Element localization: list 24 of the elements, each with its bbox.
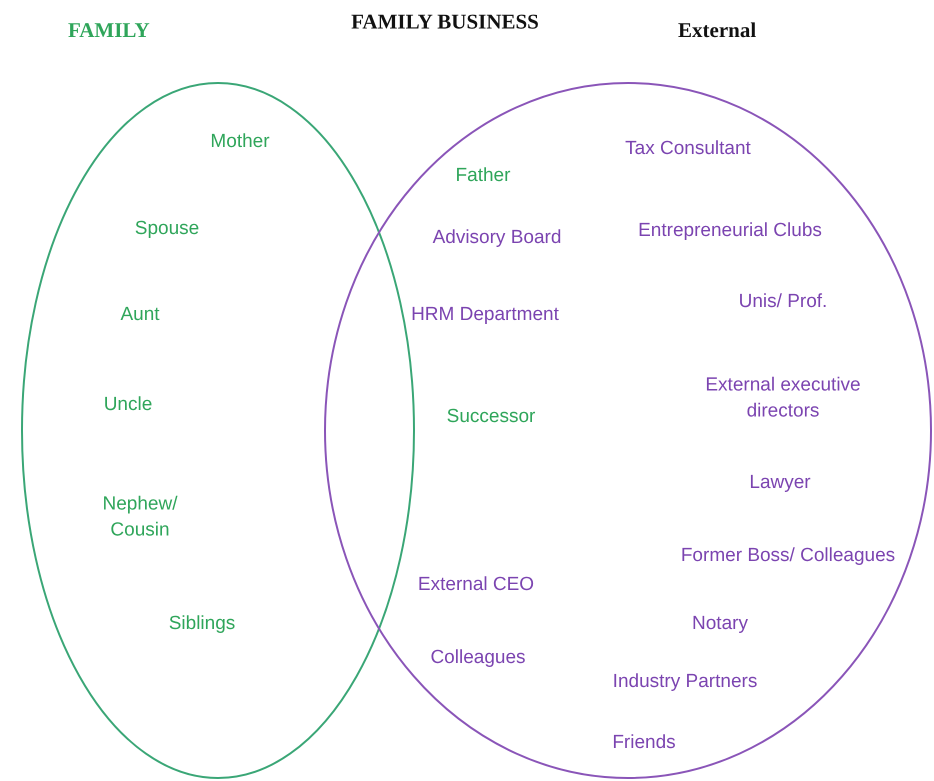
member-label: Uncle <box>104 393 152 418</box>
member-label: Unis/ Prof. <box>738 290 828 314</box>
member-label: Aunt <box>120 303 160 328</box>
member-label: Mother <box>210 130 270 154</box>
member-label: Nephew/ Cousin <box>102 492 178 542</box>
member-label: Notary <box>692 612 748 636</box>
member-label: Friends <box>612 731 676 756</box>
member-label: Advisory Board <box>432 226 562 250</box>
member-label: Former Boss/ Colleagues <box>680 544 896 568</box>
member-label: Spouse <box>134 217 200 242</box>
member-label: Industry Partners <box>612 670 758 694</box>
overlap-heading: FAMILY BUSINESS <box>351 10 539 34</box>
member-label: Entrepreneurial Clubs <box>638 219 822 244</box>
member-label: Tax Consultant <box>625 137 751 162</box>
member-label: HRM Department <box>411 303 559 328</box>
member-label: Successor <box>446 405 536 430</box>
member-label: Father <box>456 164 510 188</box>
set-heading: FAMILY <box>68 18 150 43</box>
member-label: Lawyer <box>749 471 811 496</box>
member-label: External executive directors <box>704 373 862 423</box>
member-label: Colleagues <box>430 646 526 670</box>
set-heading: External <box>678 18 756 43</box>
member-label: Siblings <box>168 612 236 636</box>
member-label: External CEO <box>418 573 534 598</box>
